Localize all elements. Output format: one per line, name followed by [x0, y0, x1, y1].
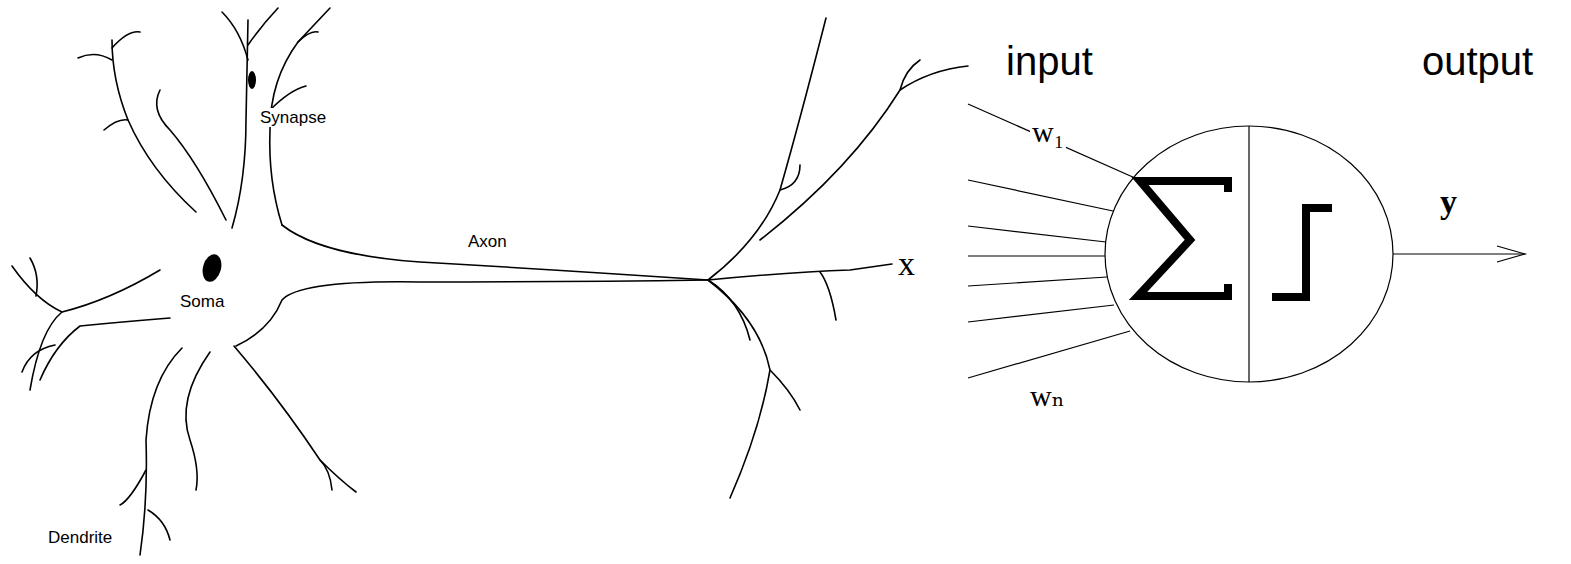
part-name: Axon — [466, 232, 509, 251]
weight-name: wₙ — [1028, 380, 1067, 412]
part-name: Synapse — [258, 108, 328, 127]
part-name: Soma — [178, 292, 226, 311]
step-function-symbol — [1272, 208, 1332, 297]
input-lines — [968, 104, 1135, 378]
synapse-mark — [248, 71, 256, 89]
output-arrow — [1393, 246, 1525, 262]
signal-name: y — [1438, 184, 1459, 220]
part-name: Dendrite — [46, 528, 114, 547]
divider-line — [1248, 126, 1249, 382]
perceptron-circle — [1105, 126, 1393, 382]
weight-name: w₁ — [1030, 116, 1066, 148]
sum-symbol — [1138, 181, 1228, 296]
signal-name: x — [896, 246, 917, 282]
axis-heading: input — [1004, 40, 1095, 82]
axis-heading: output — [1420, 40, 1535, 82]
nucleus-mark — [200, 252, 225, 284]
neuron-outline — [12, 8, 968, 555]
